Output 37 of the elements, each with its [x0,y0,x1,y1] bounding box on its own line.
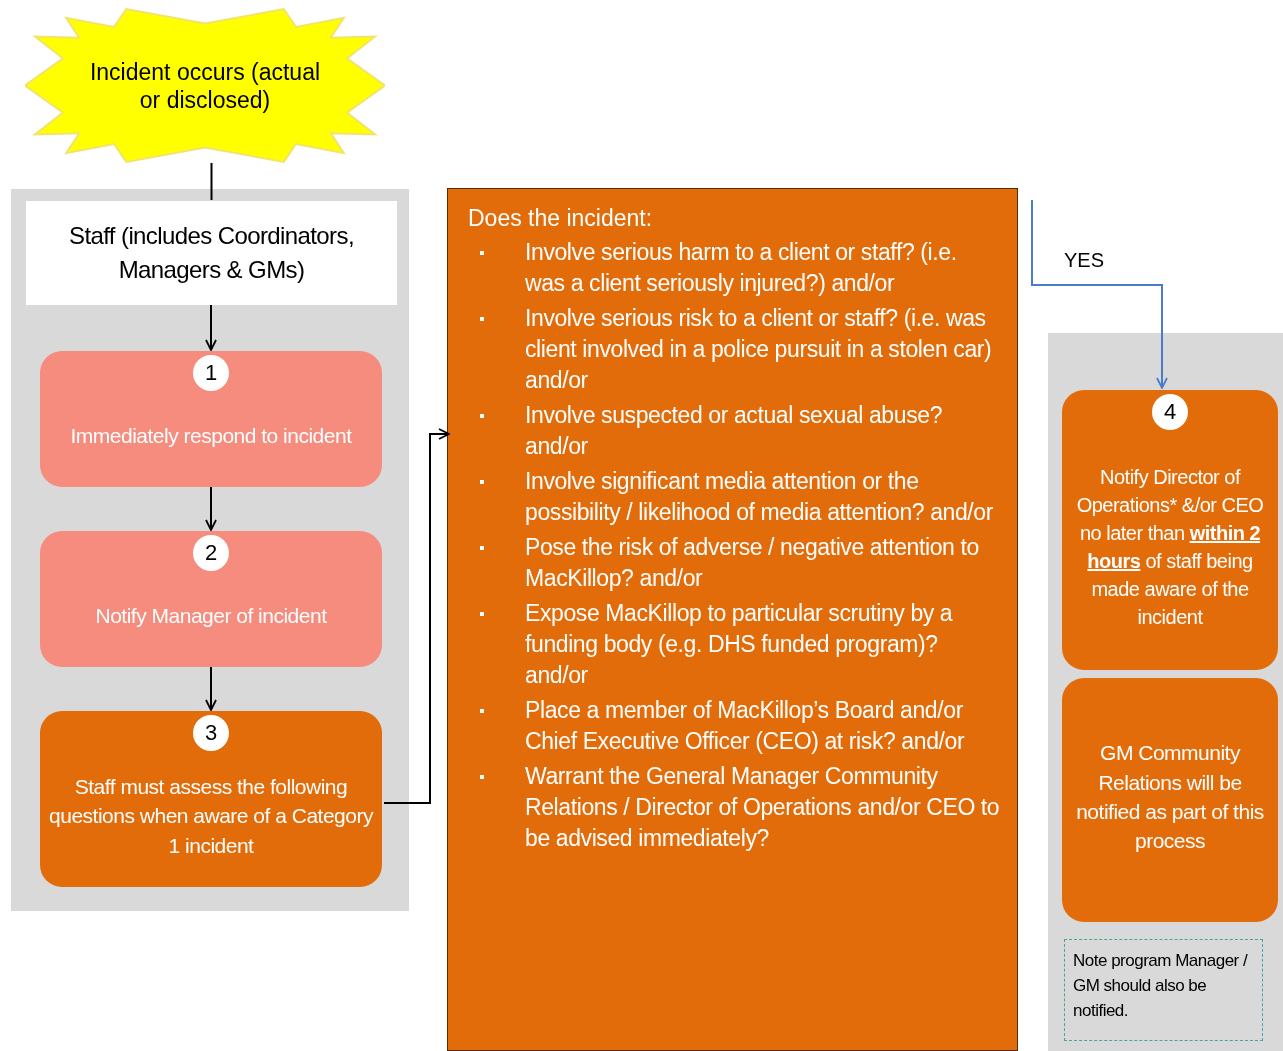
arrow [205,304,217,351]
step-number: 4 [1152,394,1188,430]
box-text: Staff (includes Coordinators, Managers & GMs) [68,221,355,285]
arrow [383,428,450,804]
question-text: Expose MacKillop to particular scrutiny by a funding body (e.g. DHS funded program)? and/or [525,599,954,690]
question-text: Pose the risk of adverse / negative attention to MacKillop? and/or [525,533,980,593]
step-box [40,351,382,487]
question-text: Involve suspected or actual sexual abuse? and/or [525,401,944,461]
arrow [1031,199,1168,389]
step-box [1062,390,1278,670]
process-box [26,201,397,305]
question-heading: Does the incident: [468,204,654,233]
step-box [40,531,382,667]
connector-line [210,162,213,201]
question-text: Involve serious risk to a client or staff? (i.e. was client involved in a police pursuit in a stolen car) and/or [525,304,993,395]
step-box [40,711,382,887]
step-text: GM Community Relations will be notified as part of this process [1075,740,1265,855]
question-text: Warrant the General Manager Community Relations / Director of Operations and/or CEO to be advised immediately? [525,762,1001,853]
note-text: Note program Manager / GM should also be notified. [1073,950,1249,1022]
step-text: Notify Manager of incident [95,603,327,630]
step-number: 2 [193,535,229,571]
step-text: Staff must assess the following questions when aware of a Category 1 incident [48,773,374,859]
step-text: Notify Director of Operations* &/or CEO no later than within 2 hours of staff being made aware of the incident [1075,465,1265,630]
arrow [205,486,217,531]
starburst-text: Incident occurs (actual or disclosed) [88,57,322,114]
note-box [1064,939,1263,1041]
question-text: Involve significant media attention or the possibility / likelihood of media attention? and/or [525,467,994,527]
panel-background [11,189,409,911]
question-text: Place a member of MacKillop’s Board and/or Chief Executive Officer (CEO) at risk? and/or [525,696,966,756]
panel-background [1048,333,1283,1051]
step-number: 1 [193,355,229,391]
question-box [447,188,1018,1051]
step-number: 3 [193,715,229,751]
step-text: Immediately respond to incident [70,423,352,450]
process-box [1062,678,1278,922]
question-text: Involve serious harm to a client or staff? (i.e. was a client seriously injured?) and/or [525,238,958,298]
arrow [205,666,217,711]
